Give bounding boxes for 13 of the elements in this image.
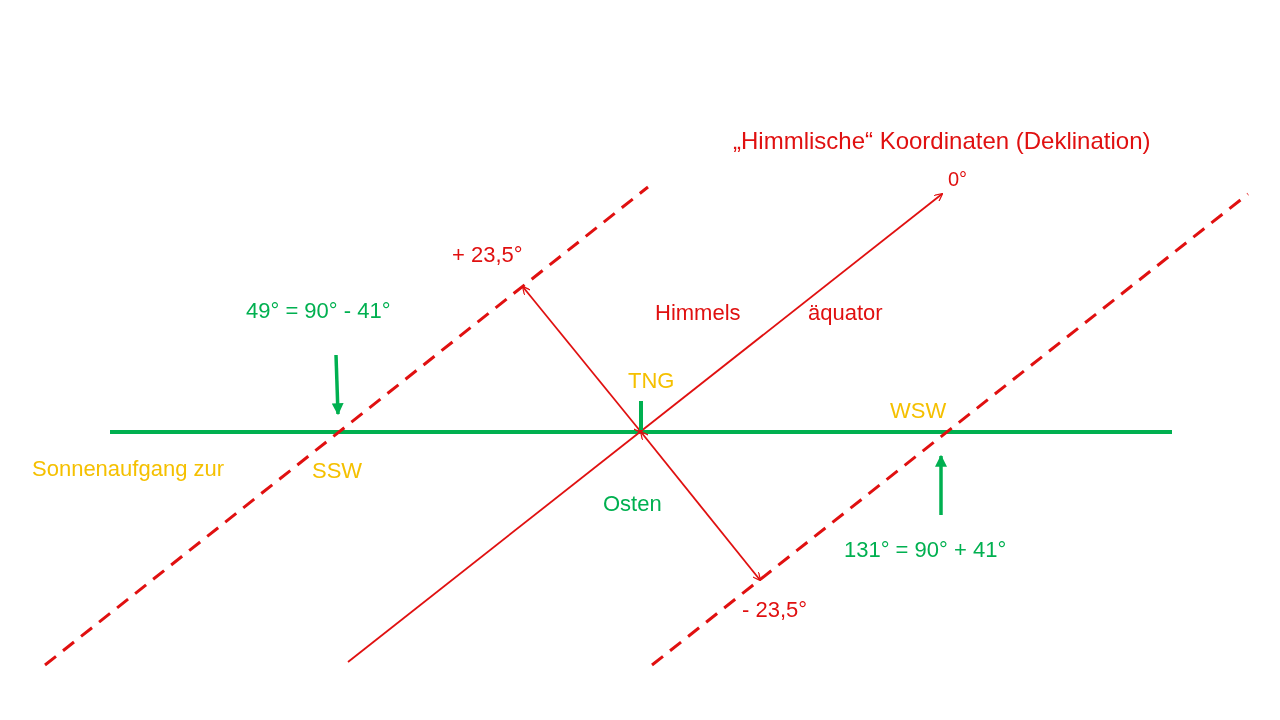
angle-label: 0° bbox=[948, 168, 968, 191]
diagram-title: „Himmlische“ Koordinaten (Deklination) bbox=[733, 127, 1151, 155]
direction-label: Osten bbox=[603, 491, 662, 517]
line-label: Himmels bbox=[655, 300, 741, 326]
angle-formula: 49° = 90° - 41° bbox=[246, 298, 391, 324]
angle-formula: 131° = 90° + 41° bbox=[844, 537, 1007, 563]
angle-label: + 23,5° bbox=[452, 242, 523, 268]
direction-label: SSW bbox=[312, 458, 363, 484]
line-label: äquator bbox=[808, 300, 883, 326]
direction-label: WSW bbox=[890, 398, 947, 424]
caption-text: Sonnenaufgang zur bbox=[32, 456, 225, 482]
direction-label: TNG bbox=[628, 368, 675, 394]
angle-label: - 23,5° bbox=[742, 597, 808, 623]
